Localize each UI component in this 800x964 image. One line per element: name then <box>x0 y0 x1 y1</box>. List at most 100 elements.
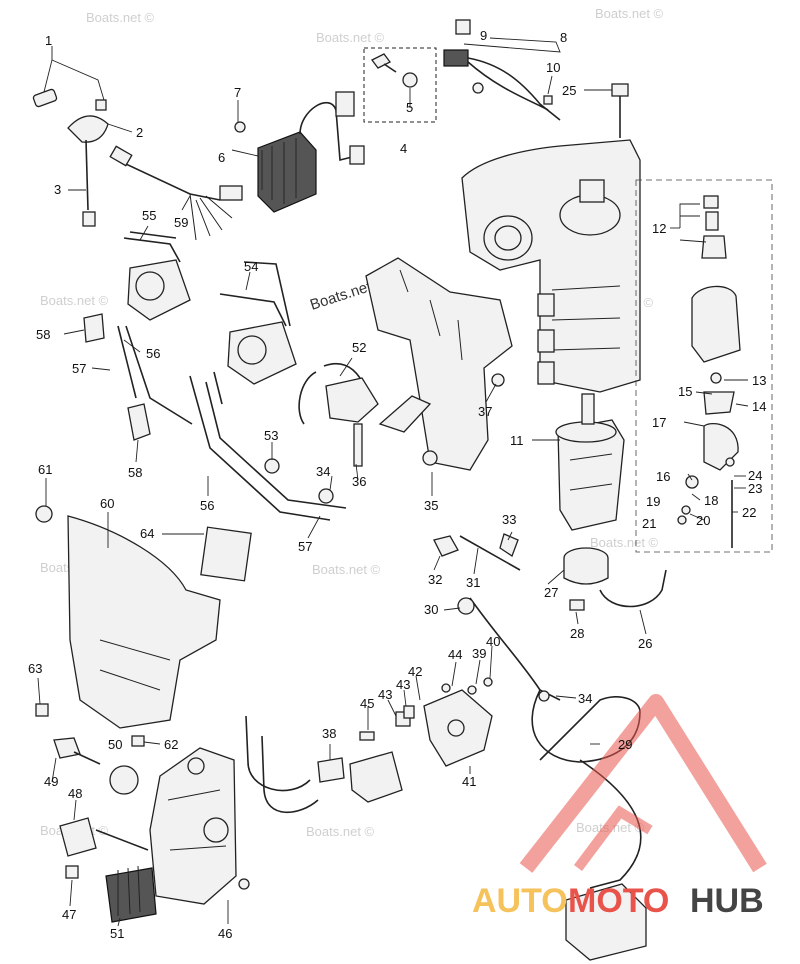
bolt-box-4 <box>363 47 437 123</box>
callout-44b: 43 <box>378 687 392 702</box>
watermark: Boats.net © <box>306 824 375 839</box>
cover-60 <box>35 505 252 729</box>
callout-8: 8 <box>560 30 567 45</box>
brand-logo: AUTO MOTO HUB <box>472 694 767 920</box>
callout-55: 55 <box>142 208 156 223</box>
electrical-box-46 <box>149 747 250 905</box>
callout-27: 27 <box>544 585 558 600</box>
callout-28: 28 <box>570 626 584 641</box>
rectifier-6 <box>234 91 365 213</box>
callout-4: 4 <box>400 141 407 156</box>
leader-lines <box>37 37 749 927</box>
watermark: Boats.net © <box>595 6 664 21</box>
watermark: Boats.net © <box>86 10 155 25</box>
screw-28 <box>569 599 585 611</box>
callout-45: 45 <box>360 696 374 711</box>
callout-35: 35 <box>424 498 438 513</box>
callout-58: 58 <box>36 327 50 342</box>
watermark: Boats.net © <box>316 30 385 45</box>
callout-3: 3 <box>54 182 61 197</box>
hose <box>245 715 319 814</box>
callout-34: 34 <box>316 464 330 479</box>
callout-21: 21 <box>642 516 656 531</box>
callout-38: 38 <box>322 726 336 741</box>
callout-57: 57 <box>72 361 86 376</box>
callout-5: 5 <box>406 100 413 115</box>
callout-58b: 58 <box>128 465 142 480</box>
callout-57b: 57 <box>298 539 312 554</box>
callout-24: 24 <box>748 468 762 483</box>
callout-52: 52 <box>352 340 366 355</box>
callout-54: 54 <box>244 259 258 274</box>
callout-42: 42 <box>408 664 422 679</box>
watermark: Boats.net © <box>590 535 659 550</box>
harness-59 <box>109 145 243 241</box>
watermark: Boats.net © <box>312 562 381 577</box>
cable-31 <box>433 533 521 571</box>
callout-7: 7 <box>234 85 241 100</box>
callout-41: 41 <box>462 774 476 789</box>
rectifier-assembly-41 <box>317 677 550 803</box>
callout-14: 14 <box>752 399 766 414</box>
solenoid-52 <box>264 362 379 504</box>
harness-8 <box>443 19 561 121</box>
callout-17: 17 <box>652 415 666 430</box>
callout-2: 2 <box>136 125 143 140</box>
callout-23: 23 <box>748 481 762 496</box>
callout-16: 16 <box>656 469 670 484</box>
small-parts-left <box>53 735 157 923</box>
callout-6: 6 <box>218 150 225 165</box>
callout-18: 18 <box>704 493 718 508</box>
callout-31: 31 <box>466 575 480 590</box>
callout-59: 59 <box>174 215 188 230</box>
callout-47: 47 <box>62 907 76 922</box>
callout-15: 15 <box>678 384 692 399</box>
relay-54 <box>219 261 297 385</box>
callout-26: 26 <box>638 636 652 651</box>
callout-61: 61 <box>38 462 52 477</box>
brand-text-hub: HUB <box>690 882 764 920</box>
callout-25: 25 <box>562 83 576 98</box>
callout-9: 9 <box>480 28 487 43</box>
brand-text-moto: MOTO <box>568 882 669 920</box>
bolt-25 <box>611 83 629 138</box>
callout-12: 12 <box>652 221 666 236</box>
callout-20: 20 <box>696 513 710 528</box>
starter-exploded <box>635 179 773 553</box>
battery <box>565 883 647 961</box>
callout-37: 37 <box>478 404 492 419</box>
callout-44: 44 <box>448 647 462 662</box>
callout-49: 49 <box>44 774 58 789</box>
sensor-1 <box>32 88 109 227</box>
band-27 <box>563 547 609 585</box>
callout-39: 39 <box>472 646 486 661</box>
callout-30: 30 <box>424 602 438 617</box>
callout-53: 53 <box>264 428 278 443</box>
callout-29: 29 <box>618 737 632 752</box>
callout-1: 1 <box>45 33 52 48</box>
callout-labels: 1 2 3 4 5 6 7 8 9 10 11 12 13 14 15 16 1… <box>28 28 766 941</box>
callout-34b: 34 <box>578 691 592 706</box>
brand-text-auto: AUTO <box>472 882 568 920</box>
relay-55 <box>123 231 191 321</box>
callout-63: 63 <box>28 661 42 676</box>
callout-46: 46 <box>218 926 232 941</box>
callout-50: 50 <box>108 737 122 752</box>
callout-13: 13 <box>752 373 766 388</box>
watermark: Boats.net © <box>40 293 109 308</box>
bracket-35 <box>365 257 513 471</box>
bracket-26 <box>599 569 667 608</box>
callout-56b: 56 <box>200 498 214 513</box>
callout-40: 40 <box>486 634 500 649</box>
starter-motor-11 <box>555 393 625 531</box>
callout-62: 62 <box>164 737 178 752</box>
cables-56-57 <box>83 313 347 521</box>
callout-22: 22 <box>742 505 756 520</box>
callout-64: 64 <box>140 526 154 541</box>
callout-11: 11 <box>510 433 524 448</box>
parts-group <box>32 19 773 961</box>
engine-block <box>461 139 641 393</box>
callout-19: 19 <box>646 494 660 509</box>
callout-32: 32 <box>428 572 442 587</box>
